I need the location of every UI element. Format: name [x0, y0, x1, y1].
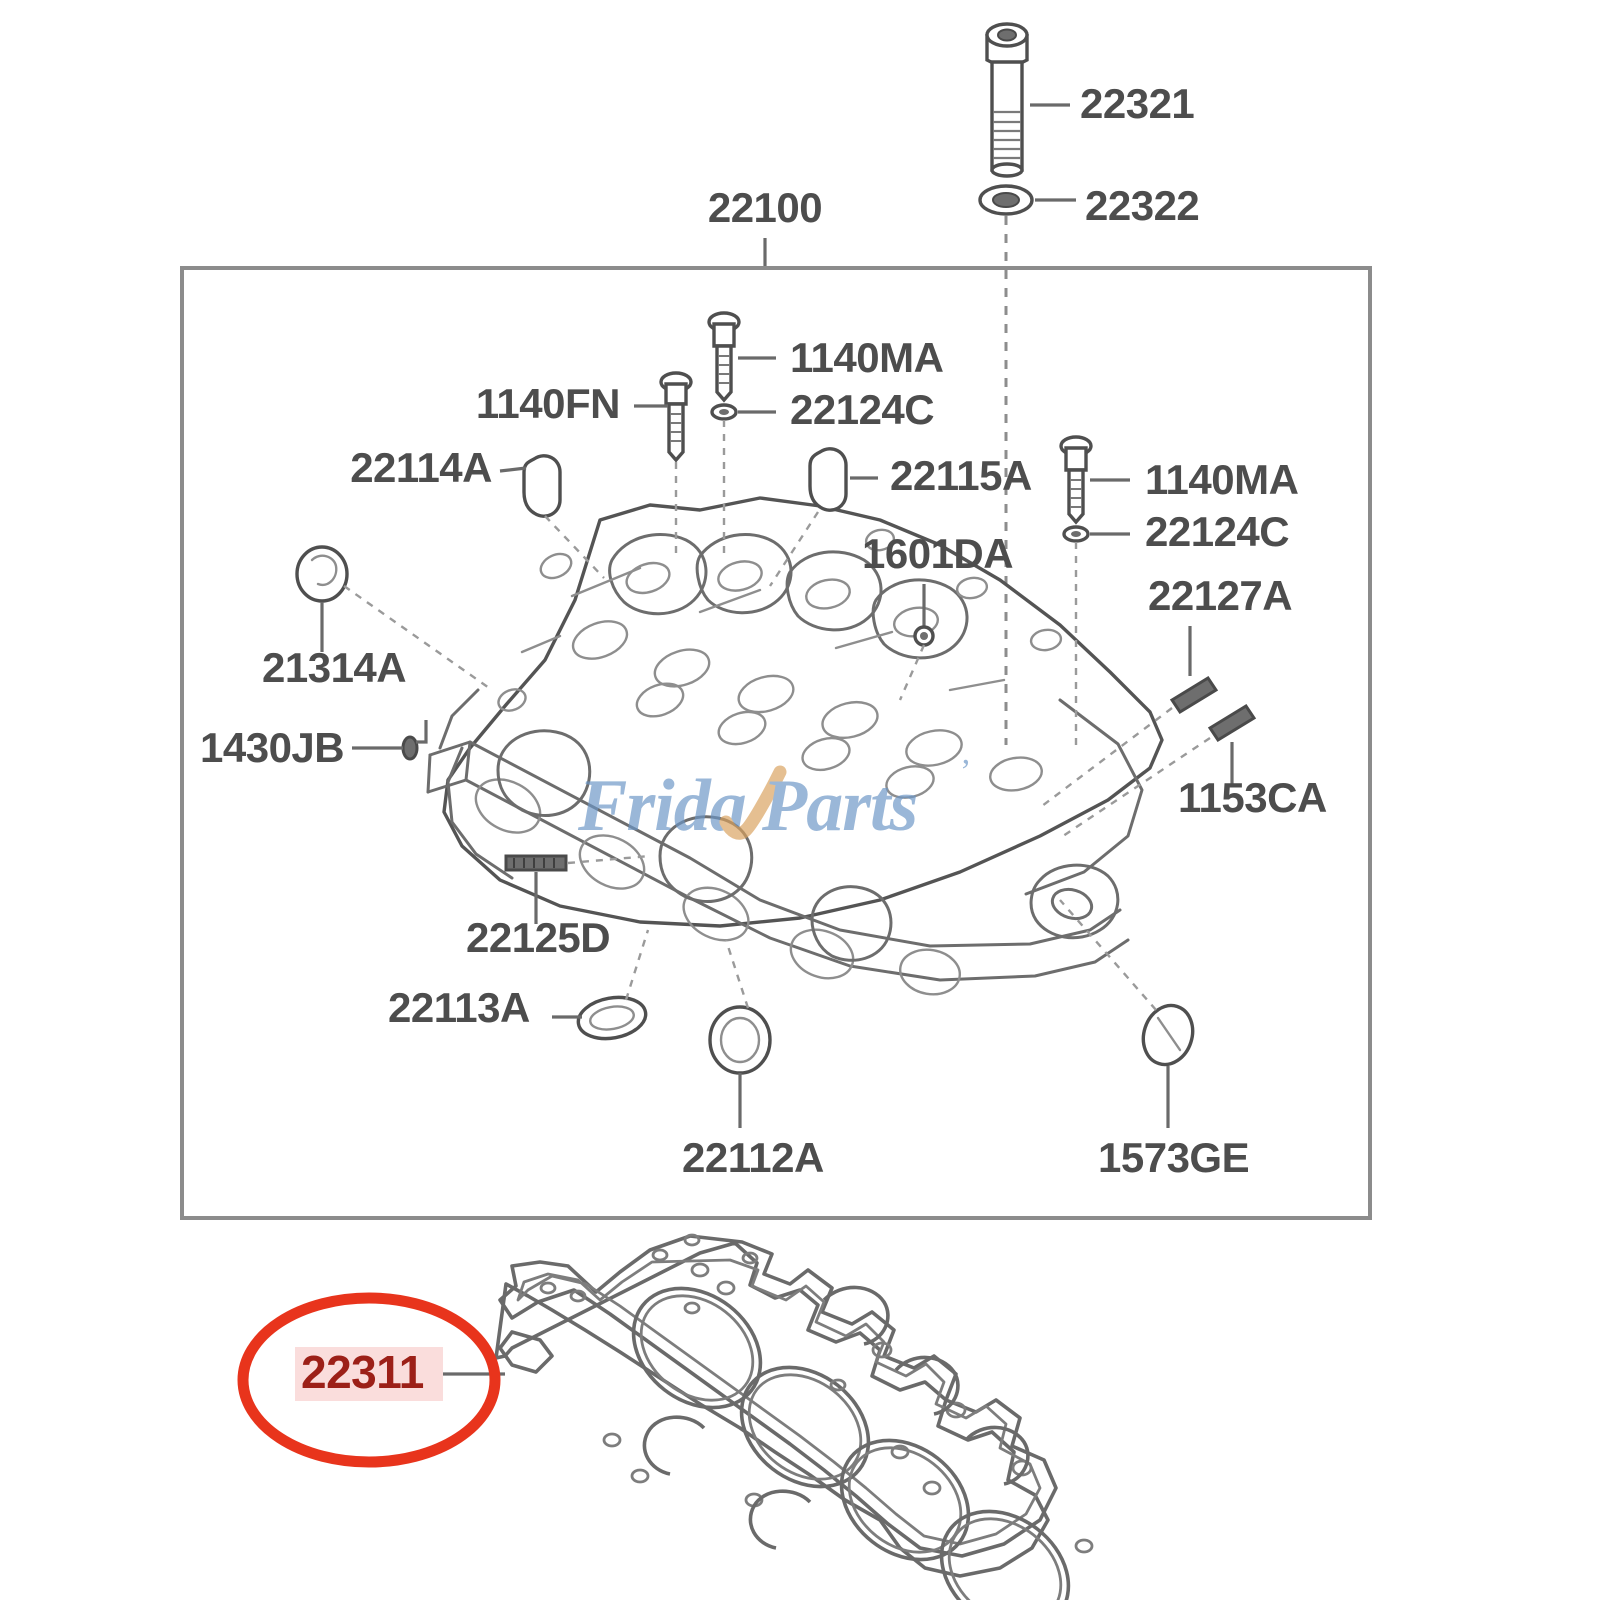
cylinder-head-bolt-22321: [985, 22, 1029, 178]
watermark-tm-mark: ’: [960, 753, 971, 790]
part-21314a-plug-cap: [295, 545, 493, 691]
gasket-bores: [631, 1286, 1071, 1600]
label-22115a: 22115A: [890, 452, 1032, 499]
part-22124c-washer-right: [1062, 525, 1130, 752]
part-22124c-washer-left: [710, 403, 776, 560]
label-22124c-left: 22124C: [790, 386, 934, 433]
part-1140fn-bolt: [634, 371, 693, 560]
part-22113a-valve-seat: [552, 929, 650, 1041]
cylinder-head-illustration: [426, 496, 1164, 996]
gasket-left-tip: [498, 1330, 554, 1374]
label-22322: 22322: [1085, 182, 1199, 229]
part-1430jb-plug: [352, 720, 428, 761]
label-1140ma-right: 1140MA: [1145, 456, 1299, 503]
watermark-fridayparts: Frida Parts ’: [577, 753, 971, 847]
highlight-ellipse-22311: [237, 1292, 501, 1468]
label-21314a: 21314A: [262, 644, 406, 691]
part-1153ca-dowel-pin: [1059, 703, 1257, 839]
part-1573ge-plug: [1059, 899, 1195, 1128]
label-22125d: 22125D: [466, 914, 610, 961]
part-22127a-dowel-pin: [1041, 626, 1219, 807]
part-22125d-valve-guide: [504, 854, 651, 924]
label-22114a: 22114A: [350, 444, 492, 491]
label-1573ge: 1573GE: [1098, 1134, 1249, 1181]
washer-22322: [978, 184, 1034, 216]
assembly-group-box: [180, 266, 1372, 1220]
label-22100: 22100: [708, 184, 822, 231]
label-22124c-right: 22124C: [1145, 508, 1289, 555]
label-22127a: 22127A: [1148, 572, 1292, 619]
label-22113a: 22113A: [388, 984, 530, 1031]
watermark-text-friday: Frida: [577, 765, 746, 847]
watermark-text-parts: Parts: [761, 765, 917, 847]
label-1153ca: 1153CA: [1178, 774, 1327, 821]
watermark-check-icon: [719, 765, 787, 840]
part-22115a-seal: [768, 447, 878, 587]
part-22114a-seal: [499, 454, 562, 518]
label-1140fn: 1140FN: [476, 380, 620, 427]
cylinder-head-gasket-22311: [494, 1233, 1094, 1600]
part-1601da-plug: [898, 584, 935, 701]
label-1430jb: 1430JB: [200, 724, 344, 771]
label-1140ma-left: 1140MA: [790, 334, 944, 381]
leader-22114a-to-head: [544, 515, 605, 579]
part-1140ma-bolt-right: [1059, 435, 1130, 525]
part-1140ma-bolt-left: [707, 311, 776, 403]
gasket-tabs: [642, 1285, 1030, 1550]
label-22112a: 22112A: [682, 1134, 824, 1181]
highlight-label-22311: 22311: [301, 1346, 424, 1398]
highlight-label-background: [295, 1347, 443, 1401]
label-1601da: 1601DA: [862, 530, 1013, 577]
part-22112a-valve-seat: [708, 939, 772, 1128]
label-22321: 22321: [1080, 80, 1194, 127]
